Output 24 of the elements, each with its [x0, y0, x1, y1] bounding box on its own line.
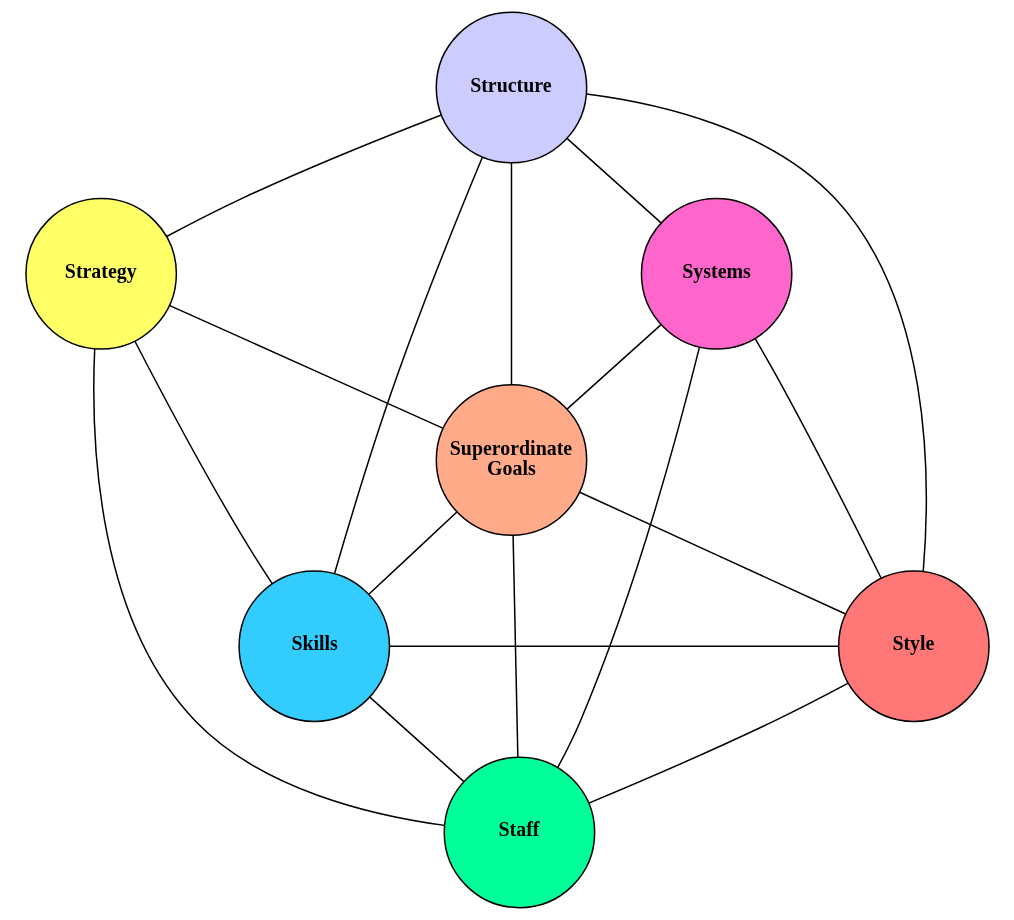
- connector: [511, 534, 519, 758]
- connector: [168, 304, 444, 430]
- connector: [368, 696, 465, 783]
- connector: [587, 682, 849, 804]
- connector: [565, 323, 662, 410]
- node-circle: Skills: [237, 570, 390, 723]
- connector: [753, 337, 882, 580]
- connector: [367, 511, 458, 595]
- node-circle: Structure: [435, 11, 587, 164]
- node-circle: Superordinate Goals: [435, 384, 587, 536]
- connector: [578, 491, 846, 615]
- connector: [556, 346, 700, 769]
- connector: [388, 645, 839, 647]
- connector: [333, 156, 483, 575]
- connector: [165, 114, 442, 238]
- node-circle: Staff: [443, 756, 595, 909]
- connector: [133, 340, 273, 585]
- node-circle: Strategy: [24, 197, 177, 350]
- node-circle: Style: [837, 570, 990, 723]
- connector: [585, 93, 927, 573]
- connector: [510, 162, 512, 386]
- connector: [92, 348, 445, 827]
- node-circle: Systems: [640, 197, 793, 350]
- connector: [565, 137, 662, 224]
